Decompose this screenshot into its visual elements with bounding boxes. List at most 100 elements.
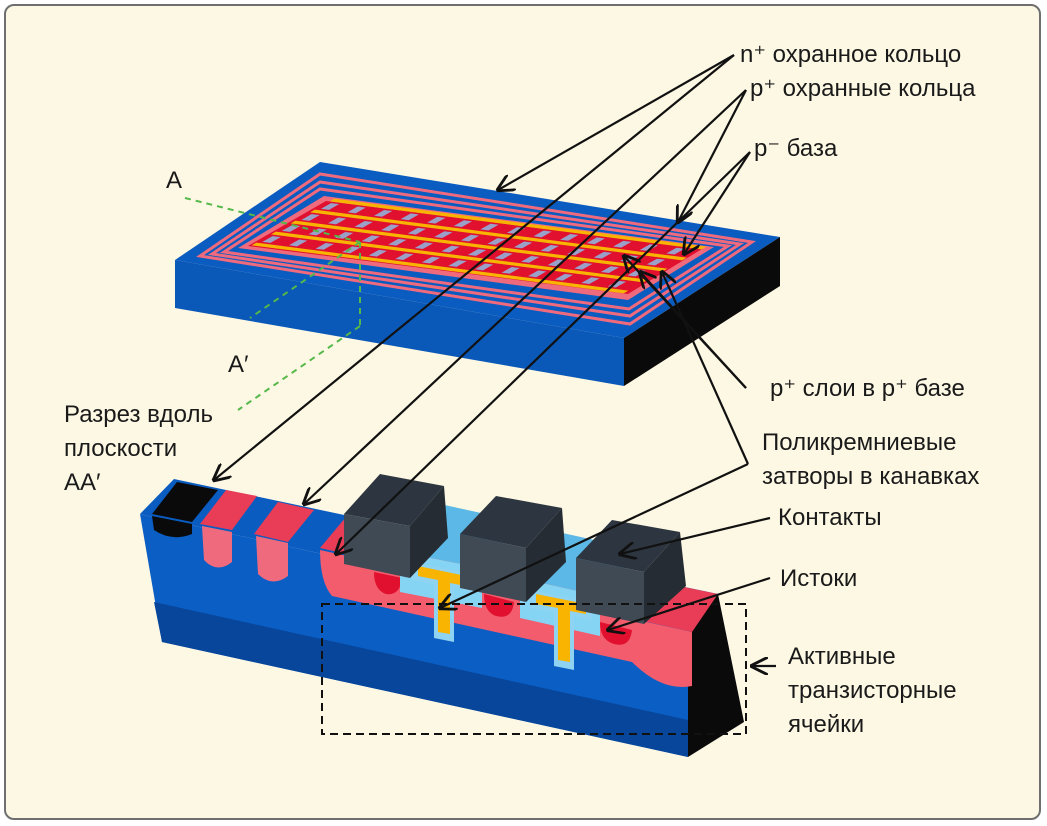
label-cut-line3: AA′ — [64, 469, 101, 496]
cell-p-plus — [621, 241, 643, 250]
cell-p-plus — [309, 215, 331, 223]
label-active-line2: транзисторные — [788, 677, 957, 704]
cell-contact — [347, 206, 366, 214]
cell-contact — [320, 203, 340, 210]
contact-3-side — [644, 532, 686, 624]
guard-rings — [196, 172, 757, 326]
contact-1-side — [410, 486, 448, 578]
cell-p-plus — [329, 204, 351, 212]
cell-contact — [474, 263, 494, 271]
chip-top-view — [175, 162, 780, 386]
contact-1-top — [344, 474, 444, 526]
cell-p-plus — [430, 257, 452, 265]
cell-p-plus — [336, 218, 358, 226]
cell-p-plus — [456, 261, 478, 269]
cell-p-plus — [589, 278, 611, 286]
contact-2-front — [460, 534, 526, 602]
arrow-p-base-top — [684, 151, 751, 254]
cell-contact — [467, 249, 487, 256]
cell-p-plus — [435, 217, 457, 226]
cell-p-plus — [323, 244, 345, 252]
label-cut-line2: плоскости — [64, 435, 177, 462]
cell-contact — [581, 277, 600, 285]
p-ring-section-1-well — [202, 526, 232, 568]
section-right-face — [688, 594, 744, 757]
cell-p-plus — [442, 232, 464, 240]
pointer-arrows — [214, 54, 776, 666]
poly-gate-2 — [536, 594, 586, 662]
label-p-layers: p⁺ слои в p⁺ базе — [770, 375, 965, 402]
cell-contact — [487, 238, 506, 245]
label-point-a-prime: A′ — [228, 351, 249, 378]
cell-p-plus — [369, 236, 391, 244]
cell-contact — [480, 223, 499, 231]
cell-p-plus — [548, 246, 570, 254]
cell-contact — [554, 273, 574, 281]
cell-contact — [374, 209, 393, 217]
cell-p-plus — [362, 222, 384, 230]
arrow-p-rings-section — [304, 89, 747, 504]
contact-2-top — [460, 496, 562, 548]
contact-2-side — [526, 508, 566, 602]
cell-contact — [501, 266, 520, 274]
p-plus-layer-2 — [484, 594, 514, 617]
arrow-sources — [608, 576, 771, 630]
cell-contact — [521, 255, 540, 263]
cell-p-plus — [415, 228, 437, 237]
n-plus-ring-section — [152, 482, 218, 522]
label-cut-line1: Разрез вдоль — [64, 401, 213, 428]
label-point-a: A — [166, 167, 182, 194]
cell-contact — [540, 244, 559, 252]
cell-p-plus — [575, 249, 597, 257]
section-cut-lines — [184, 197, 361, 411]
cell-p-plus — [483, 264, 505, 272]
cell-contact — [453, 220, 473, 228]
cell-p-plus — [396, 239, 418, 248]
cell-p-plus — [355, 207, 377, 215]
cell-contact — [547, 259, 566, 267]
cell-p-plus — [376, 250, 398, 259]
n-guard-ring — [196, 172, 757, 326]
cell-p-plus — [594, 238, 616, 246]
chip-right-face — [624, 237, 780, 386]
label-active-line3: ячейки — [788, 711, 864, 738]
section-substrate-band — [154, 602, 688, 757]
label-active-line1: Активные — [788, 643, 896, 670]
cell-contact — [315, 242, 334, 250]
cell-contact — [395, 253, 414, 261]
arrow-poly-section — [440, 463, 749, 608]
gate-stripe — [329, 198, 707, 250]
cell-p-plus — [389, 225, 411, 233]
cell-contact — [414, 242, 434, 250]
cell-p-plus — [616, 281, 638, 289]
label-n-guard-ring: n⁺ охранное кольцо — [740, 41, 961, 68]
n-plus-ring-well — [152, 516, 192, 538]
cut-line-to-section — [237, 325, 361, 411]
cell-p-plus — [488, 224, 510, 232]
gate-stripe — [251, 242, 629, 294]
label-poly-gates-line2: затворы в канавках — [762, 463, 979, 490]
arrow-p-base-section — [336, 151, 751, 554]
cell-contact — [586, 237, 605, 245]
cell-p-plus — [647, 245, 670, 253]
cell-contact — [666, 247, 685, 255]
cell-contact — [368, 249, 388, 257]
cell-p-plus — [509, 268, 531, 276]
cell-contact — [327, 217, 347, 225]
p-guard-ring-2 — [219, 187, 733, 311]
label-sources: Истоки — [780, 565, 857, 592]
cell-p-plus — [502, 253, 524, 261]
cell-contact — [574, 262, 593, 270]
cell-p-plus — [529, 257, 551, 265]
cell-contact — [434, 231, 453, 239]
cell-contact — [407, 227, 427, 235]
cell-contact — [528, 270, 547, 278]
cell-p-plus — [270, 237, 292, 245]
p-ring-section-2-well — [256, 536, 288, 582]
cell-contact — [427, 216, 446, 224]
cell-p-plus — [515, 228, 537, 236]
cell-p-plus — [562, 274, 584, 283]
cell-contact — [613, 240, 632, 248]
p-ring-section-1-top — [200, 490, 257, 530]
p-guard-ring-sections — [200, 490, 314, 582]
